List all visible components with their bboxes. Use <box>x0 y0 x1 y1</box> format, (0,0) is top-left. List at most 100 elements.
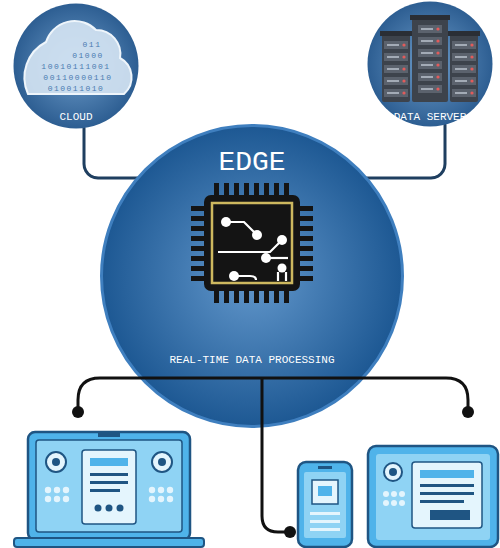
chip-dots-part <box>277 235 287 245</box>
laptop-icon-part <box>52 458 60 466</box>
chip-pins-part <box>298 216 313 221</box>
phone-icon-part <box>310 528 340 531</box>
laptop-icon-part <box>90 481 128 484</box>
tablet-icon-part <box>412 462 482 528</box>
chip-pins-part <box>191 276 206 281</box>
laptop-icon-part <box>36 440 182 532</box>
cloud-icon <box>24 21 131 94</box>
circle-fill <box>102 126 403 427</box>
binary-digits: 10010111001 <box>41 62 110 71</box>
phone-icon-part <box>318 466 332 469</box>
tablet-icon-part <box>368 446 498 547</box>
chip-icon <box>191 183 313 303</box>
tablet-icon-part <box>384 463 402 481</box>
server-icon-part <box>410 15 450 20</box>
laptop-icon-part <box>152 452 172 472</box>
node-title: EDGE <box>218 147 285 179</box>
laptop-icon-part <box>90 473 128 476</box>
chip-pins-part <box>298 206 313 211</box>
tablet-icon-part <box>389 468 397 476</box>
server-icon-part <box>448 31 480 36</box>
server-icon-part <box>452 77 476 85</box>
binary-digits: 011 <box>83 40 102 49</box>
link-line <box>84 128 138 178</box>
laptop-icon-part <box>106 505 113 512</box>
link-line <box>366 125 445 178</box>
chip-pins-part <box>191 256 206 261</box>
server-icon-part <box>418 73 442 81</box>
phone-icon-part <box>310 512 340 515</box>
circle-fill <box>368 2 493 127</box>
laptop-icon-part <box>90 458 128 466</box>
cloud-icon-part <box>24 21 131 94</box>
server-icon-part <box>452 41 476 49</box>
phone-icon <box>298 462 352 547</box>
server-icon-part <box>418 61 442 69</box>
phone-icon-part <box>304 472 346 538</box>
server-icon-part <box>384 89 408 97</box>
laptop-icon <box>14 432 204 547</box>
chip-pins-part <box>298 246 313 251</box>
server-icon-part <box>452 53 476 61</box>
text-slot: DATA SERVER <box>366 106 494 124</box>
phone-icon-part <box>318 486 332 496</box>
laptop-grid-part <box>167 487 173 493</box>
server-icon-part <box>384 53 408 61</box>
server-icon-part <box>418 49 442 57</box>
chip-pins-part <box>191 216 206 221</box>
chip-traces-part <box>277 272 279 281</box>
tablet-icon-part <box>376 454 490 540</box>
device-wires-part <box>262 378 468 412</box>
chip-traces-part <box>218 240 282 252</box>
laptop-grid-part <box>158 496 164 502</box>
laptop-grid-part <box>149 496 155 502</box>
tablet-icon-part <box>420 484 474 487</box>
node-caption: REAL-TIME DATA PROCESSING <box>169 354 334 367</box>
phone-icon-part <box>310 520 340 523</box>
server-icon-part <box>418 85 442 93</box>
phone-icon-part <box>312 480 338 504</box>
chip-pins-part <box>298 266 313 271</box>
tablet-icon-part <box>420 470 474 478</box>
tablet-grid-part <box>391 500 397 506</box>
text-slot: CLOUD <box>12 106 140 124</box>
chip-icon-part <box>204 195 300 291</box>
device-wires-part <box>78 378 262 412</box>
node-label: DATA SERVER <box>394 111 467 124</box>
device-wires-part <box>462 406 474 418</box>
server-icon-part <box>384 65 408 73</box>
text-slot: EDGE <box>100 147 404 179</box>
chip-pins-part <box>298 276 313 281</box>
chip-dots-part <box>278 264 287 273</box>
laptop-icon-part <box>98 432 120 437</box>
laptop-grid-part <box>149 487 155 493</box>
chip-pins-part <box>191 236 206 241</box>
circle-fill <box>14 4 139 129</box>
chip-pins-part <box>191 206 206 211</box>
chip-pins <box>191 183 313 303</box>
binary-digits: 00110000110 <box>43 73 112 82</box>
tablet-icon <box>368 446 498 547</box>
binary-digits: 01000 <box>72 51 104 60</box>
laptop-icon-part <box>28 432 190 540</box>
laptop-grid-part <box>54 496 60 502</box>
server-icon-part <box>452 89 476 97</box>
chip-traces <box>218 222 288 281</box>
chip-pins-part <box>191 266 206 271</box>
laptop-grid-part <box>63 487 69 493</box>
chip-pins-part <box>191 226 206 231</box>
tablet-grid-part <box>399 500 405 506</box>
server-icon-part <box>384 41 408 49</box>
tablet-grid <box>383 491 405 506</box>
chip-dots-part <box>229 271 239 281</box>
chip-dots-part <box>221 217 231 227</box>
server-icon-part <box>380 31 412 36</box>
laptop-grid-part <box>167 496 173 502</box>
chip-pins-part <box>298 236 313 241</box>
chip-pins-part <box>191 246 206 251</box>
chip-pins-part <box>298 256 313 261</box>
laptop-icon-part <box>82 450 136 524</box>
chip-dots-part <box>252 230 262 240</box>
laptop-grid-part <box>45 496 51 502</box>
